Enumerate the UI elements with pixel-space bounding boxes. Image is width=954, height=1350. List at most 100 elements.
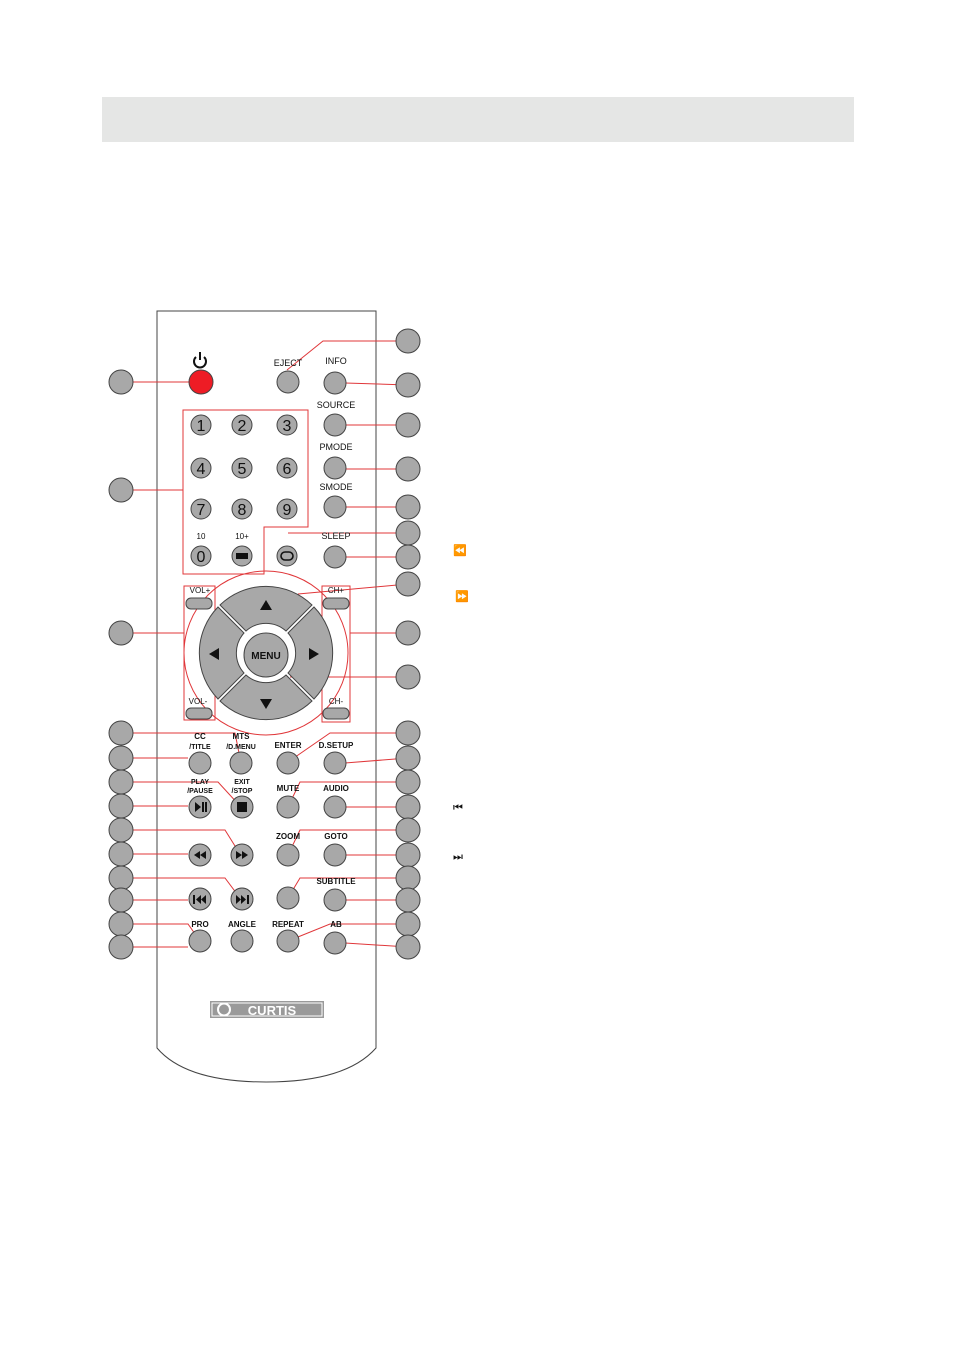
cc-button[interactable] — [188, 751, 212, 775]
audio-button[interactable] — [323, 795, 347, 819]
menu-label: MENU — [251, 651, 280, 662]
number-5-button[interactable] — [231, 457, 253, 479]
subtitle-label: SUBTITLE — [316, 877, 356, 886]
number-8-button[interactable] — [231, 498, 253, 520]
pro-button[interactable] — [188, 929, 212, 953]
goto-label: GOTO — [324, 832, 347, 841]
ab-label: AB — [330, 920, 342, 929]
return-icon — [280, 551, 294, 561]
cc-label: CC — [194, 732, 206, 741]
ab-button[interactable] — [323, 931, 347, 955]
angle-button[interactable] — [230, 929, 254, 953]
number-8-label: 8 — [238, 502, 247, 519]
power-icon — [193, 352, 207, 369]
next-track-legend-icon: ⏭ — [453, 850, 463, 863]
audio-label: AUDIO — [323, 784, 349, 793]
eject-button[interactable] — [276, 370, 300, 394]
subtitle-button[interactable] — [323, 888, 347, 912]
ch-minus-label: CH- — [329, 697, 344, 706]
dpad: MENU — [198, 585, 334, 721]
source-button[interactable] — [323, 413, 347, 437]
zoom-label: ZOOM — [276, 832, 300, 841]
brand-text: CURTIS — [248, 1003, 297, 1018]
blank-button[interactable] — [276, 886, 300, 910]
play-pause-icon — [195, 802, 207, 812]
source-label: SOURCE — [317, 400, 356, 410]
pmode-button[interactable] — [323, 456, 347, 480]
enter-button[interactable] — [276, 751, 300, 775]
number-9-label: 9 — [283, 502, 292, 519]
mts-button[interactable] — [229, 751, 253, 775]
number-6-label: 6 — [283, 461, 292, 478]
dsetup-button[interactable] — [323, 751, 347, 775]
rewind-icon — [194, 851, 206, 859]
angle-label: ANGLE — [228, 920, 257, 929]
pmode-label: PMODE — [319, 442, 352, 452]
number-4-label: 4 — [197, 461, 206, 478]
repeat-label: REPEAT — [272, 920, 304, 929]
number-2-label: 2 — [238, 418, 247, 435]
zoom-button[interactable] — [276, 843, 300, 867]
play-sub-label: /PAUSE — [187, 788, 213, 795]
vol-minus-button[interactable] — [185, 707, 213, 720]
mute-button[interactable] — [276, 795, 300, 819]
number-7-button[interactable] — [190, 498, 212, 520]
left-arrow-icon — [209, 648, 219, 660]
number-5-label: 5 — [238, 461, 247, 478]
smode-button[interactable] — [323, 495, 347, 519]
mts-label: MTS — [233, 732, 251, 741]
eject-label: EJECT — [274, 358, 303, 368]
vol-plus-button[interactable] — [185, 597, 213, 610]
ch-minus-button[interactable] — [322, 707, 350, 720]
cc-sub-label: /TITLE — [189, 744, 211, 751]
left-button[interactable] — [198, 606, 245, 700]
stop-icon — [237, 802, 247, 812]
fast-forward-legend-icon: ⏩ — [455, 590, 469, 603]
number-1-label: 1 — [197, 418, 206, 435]
previous-track-legend-icon: ⏮ — [453, 801, 463, 814]
number-2-button[interactable] — [231, 414, 253, 436]
ch-plus-label: CH+ — [328, 586, 345, 595]
zero-button-label: 0 — [197, 549, 206, 566]
up-arrow-icon — [260, 600, 272, 610]
number-6-button[interactable] — [276, 457, 298, 479]
callouts-left — [108, 369, 134, 960]
sleep-button[interactable] — [323, 545, 347, 569]
power-button[interactable] — [188, 369, 214, 395]
callouts-right — [395, 328, 421, 960]
next-track-icon — [236, 895, 249, 904]
smode-label: SMODE — [319, 482, 352, 492]
sleep-label: SLEEP — [321, 531, 350, 541]
ch-plus-button[interactable] — [322, 597, 350, 610]
goto-button[interactable] — [323, 843, 347, 867]
down-arrow-icon — [260, 699, 272, 709]
pro-label: PRO — [191, 920, 208, 929]
dsetup-label: D.SETUP — [319, 741, 354, 750]
number-pad: 1 2 3 4 5 6 7 8 9 — [190, 414, 298, 520]
info-label: INFO — [325, 356, 347, 366]
right-arrow-icon — [309, 648, 319, 660]
return-button[interactable] — [276, 545, 298, 567]
number-4-button[interactable] — [190, 457, 212, 479]
zero-button[interactable] — [190, 545, 212, 567]
rewind-legend-icon: ⏪ — [453, 544, 467, 557]
vol-minus-label: VOL- — [189, 697, 208, 706]
mute-label: MUTE — [277, 784, 300, 793]
brand-logo: CURTIS — [210, 1001, 324, 1018]
number-7-label: 7 — [197, 502, 206, 519]
number-9-button[interactable] — [276, 498, 298, 520]
ten-plus-label: 10+ — [235, 532, 249, 541]
number-3-label: 3 — [283, 418, 292, 435]
exit-label: EXIT — [234, 779, 250, 786]
exit-sub-label: /STOP — [232, 788, 253, 795]
mts-sub-label: /D.MENU — [226, 744, 256, 751]
down-button[interactable] — [219, 674, 313, 721]
number-3-button[interactable] — [276, 414, 298, 436]
info-button[interactable] — [323, 371, 347, 395]
number-1-button[interactable] — [190, 414, 212, 436]
repeat-button[interactable] — [276, 929, 300, 953]
menu-button[interactable] — [243, 632, 289, 678]
vol-plus-label: VOL+ — [190, 586, 211, 595]
header-bar — [102, 97, 854, 142]
